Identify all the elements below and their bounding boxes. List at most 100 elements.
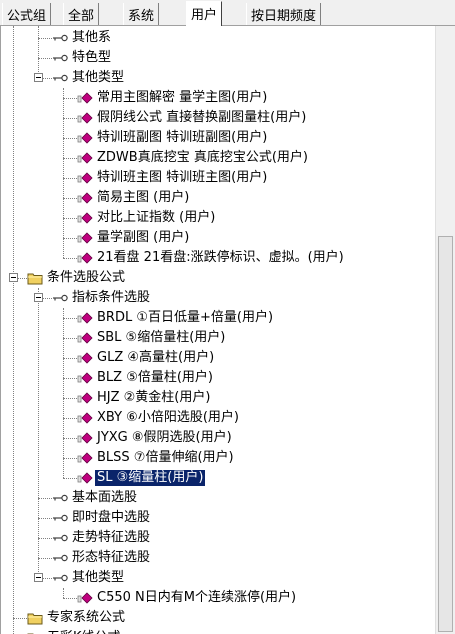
tree-node-label[interactable]: BRDL ①百日低量+倍量(用户) xyxy=(97,310,274,325)
tree-node-label[interactable]: 特训班主图 特训班主图(用户) xyxy=(97,170,268,185)
tree-row[interactable]: 特色型 xyxy=(1,48,435,68)
tab-formula-group[interactable]: 公式组 xyxy=(2,3,52,25)
tab-bar: 公式组 全部 系统 用户 按日期频度 xyxy=(0,0,455,26)
tree-branch-line xyxy=(38,58,52,59)
tree-branch-line xyxy=(63,438,77,439)
tree-node-label[interactable]: ZDWB真底挖宝 真底挖宝公式(用户) xyxy=(97,150,308,165)
tree-row[interactable]: 五彩K线公式 xyxy=(1,628,435,634)
tree-branch-line xyxy=(63,458,77,459)
tree-node-label[interactable]: 其他类型 xyxy=(72,570,125,585)
formula-icon xyxy=(77,351,93,365)
scrollbar-thumb[interactable] xyxy=(438,236,453,632)
tree-row[interactable]: HJZ ②黄金柱(用户) xyxy=(1,388,435,408)
tree-node-label[interactable]: 常用主图解密 量学主图(用户) xyxy=(97,90,268,105)
tree-guide-line xyxy=(63,308,64,478)
formula-icon xyxy=(77,411,93,425)
tree-row[interactable]: 走势特征选股 xyxy=(1,528,435,548)
tab-all[interactable]: 全部 xyxy=(63,3,100,25)
tree-node-label[interactable]: 对比上证指数 (用户) xyxy=(97,210,216,225)
tree-branch-line xyxy=(63,398,77,399)
tree-guide-line xyxy=(38,26,39,78)
collapse-toggle[interactable] xyxy=(9,273,18,282)
formula-icon xyxy=(77,211,93,225)
tree-row[interactable]: 即时盘中选股 xyxy=(1,508,435,528)
formula-icon xyxy=(77,251,93,265)
key-icon xyxy=(52,71,68,85)
tree-node-label[interactable]: 五彩K线公式 xyxy=(45,630,123,634)
formula-tree[interactable]: 其他系特色型其他类型常用主图解密 量学主图(用户)假阴线公式 直接替换副图量柱(… xyxy=(0,26,435,634)
tree-row[interactable]: 21看盘 21看盘:涨跌停标识、虚拟。(用户) xyxy=(1,248,435,268)
folder-icon xyxy=(27,271,43,285)
tree-node-label[interactable]: 其他类型 xyxy=(72,70,125,85)
selected-node-label[interactable]: SL ③缩量柱(用户) xyxy=(93,469,207,487)
formula-icon xyxy=(77,471,93,485)
tab-by-date-frequency[interactable]: 按日期频度 xyxy=(246,3,322,25)
tree-row[interactable]: BLSS ⑦倍量伸缩(用户) xyxy=(1,448,435,468)
tree-row[interactable]: 量学副图 (用户) xyxy=(1,228,435,248)
tree-node-label[interactable]: 走势特征选股 xyxy=(72,530,151,545)
tree-row[interactable]: JYXG ⑧假阴选股(用户) xyxy=(1,428,435,448)
tree-row[interactable]: 常用主图解密 量学主图(用户) xyxy=(1,88,435,108)
collapse-toggle[interactable] xyxy=(34,293,43,302)
tree-row[interactable]: BRDL ①百日低量+倍量(用户) xyxy=(1,308,435,328)
tree-node-label[interactable]: BLSS ⑦倍量伸缩(用户) xyxy=(97,450,234,465)
collapse-toggle[interactable] xyxy=(34,573,43,582)
tree-node-label[interactable]: 指标条件选股 xyxy=(72,290,151,305)
tree-branch-line xyxy=(63,598,77,599)
tree-node-label[interactable]: 特色型 xyxy=(72,50,112,65)
tree-node-label[interactable]: 基本面选股 xyxy=(72,490,138,505)
tab-user[interactable]: 用户 xyxy=(186,1,223,26)
tree-row[interactable]: GLZ ④高量柱(用户) xyxy=(1,348,435,368)
tree-node-label[interactable]: 简易主图 (用户) xyxy=(97,190,190,205)
tree-node-label[interactable]: 21看盘 21看盘:涨跌停标识、虚拟。(用户) xyxy=(97,250,344,265)
tree-row[interactable]: 假阴线公式 直接替换副图量柱(用户) xyxy=(1,108,435,128)
tree-row[interactable]: 其他系 xyxy=(1,28,435,48)
collapse-toggle[interactable] xyxy=(34,73,43,82)
tree-row[interactable]: 特训班副图 特训班副图(用户) xyxy=(1,128,435,148)
formula-icon xyxy=(77,191,93,205)
formula-icon xyxy=(77,111,93,125)
tree-branch-line xyxy=(38,298,52,299)
tree-row[interactable]: SBL ⑤缩倍量柱(用户) xyxy=(1,328,435,348)
tree-row[interactable]: C550 N日内有M个连续涨停(用户) xyxy=(1,588,435,608)
tree-row[interactable]: 特训班主图 特训班主图(用户) xyxy=(1,168,435,188)
tree-branch-line xyxy=(63,198,77,199)
tree-node-label[interactable]: GLZ ④高量柱(用户) xyxy=(97,350,215,365)
formula-icon xyxy=(77,311,93,325)
tree-row[interactable]: 简易主图 (用户) xyxy=(1,188,435,208)
tree-row[interactable]: ZDWB真底挖宝 真底挖宝公式(用户) xyxy=(1,148,435,168)
tree-node-label[interactable]: 量学副图 (用户) xyxy=(97,230,190,245)
tree-row[interactable]: 对比上证指数 (用户) xyxy=(1,208,435,228)
tree-node-label[interactable]: 特训班副图 特训班副图(用户) xyxy=(97,130,268,145)
tab-system[interactable]: 系统 xyxy=(123,3,160,25)
folder-icon xyxy=(27,611,43,625)
tree-row[interactable]: 其他类型 xyxy=(1,568,435,588)
key-icon xyxy=(52,51,68,65)
tree-row[interactable]: SL ③缩量柱(用户) xyxy=(1,468,435,488)
tree-node-label[interactable]: 假阴线公式 直接替换副图量柱(用户) xyxy=(97,110,307,125)
tree-row[interactable]: 指标条件选股 xyxy=(1,288,435,308)
tree-branch-line xyxy=(13,618,27,619)
tree-node-label[interactable]: XBY ⑥小倍阳选股(用户) xyxy=(97,410,239,425)
tree-row[interactable]: XBY ⑥小倍阳选股(用户) xyxy=(1,408,435,428)
tree-node-label[interactable]: HJZ ②黄金柱(用户) xyxy=(97,390,211,405)
tree-node-label[interactable]: 专家系统公式 xyxy=(47,610,126,625)
tree-row[interactable]: 形态特征选股 xyxy=(1,548,435,568)
tree-row[interactable]: 基本面选股 xyxy=(1,488,435,508)
tree-node-label[interactable]: BLZ ⑤倍量柱(用户) xyxy=(97,370,213,385)
tree-node-label[interactable]: C550 N日内有M个连续涨停(用户) xyxy=(97,590,297,605)
tree-branch-line xyxy=(38,78,52,79)
tree-node-label[interactable]: SBL ⑤缩倍量柱(用户) xyxy=(97,330,226,345)
tree-row[interactable]: BLZ ⑤倍量柱(用户) xyxy=(1,368,435,388)
tree-node-label[interactable]: 即时盘中选股 xyxy=(72,510,151,525)
tree-row[interactable]: 条件选股公式 xyxy=(1,268,435,288)
tree-row[interactable]: 其他类型 xyxy=(1,68,435,88)
tree-node-label[interactable]: 其他系 xyxy=(72,30,112,45)
tree-node-label[interactable]: 条件选股公式 xyxy=(47,270,126,285)
tree-node-label[interactable]: JYXG ⑧假阴选股(用户) xyxy=(97,430,232,445)
tree-row[interactable]: 专家系统公式 xyxy=(1,608,435,628)
tree-node-label[interactable]: 形态特征选股 xyxy=(72,550,151,565)
vertical-scrollbar[interactable] xyxy=(435,26,455,634)
tree-branch-line xyxy=(63,378,77,379)
tree-branch-line xyxy=(38,518,52,519)
